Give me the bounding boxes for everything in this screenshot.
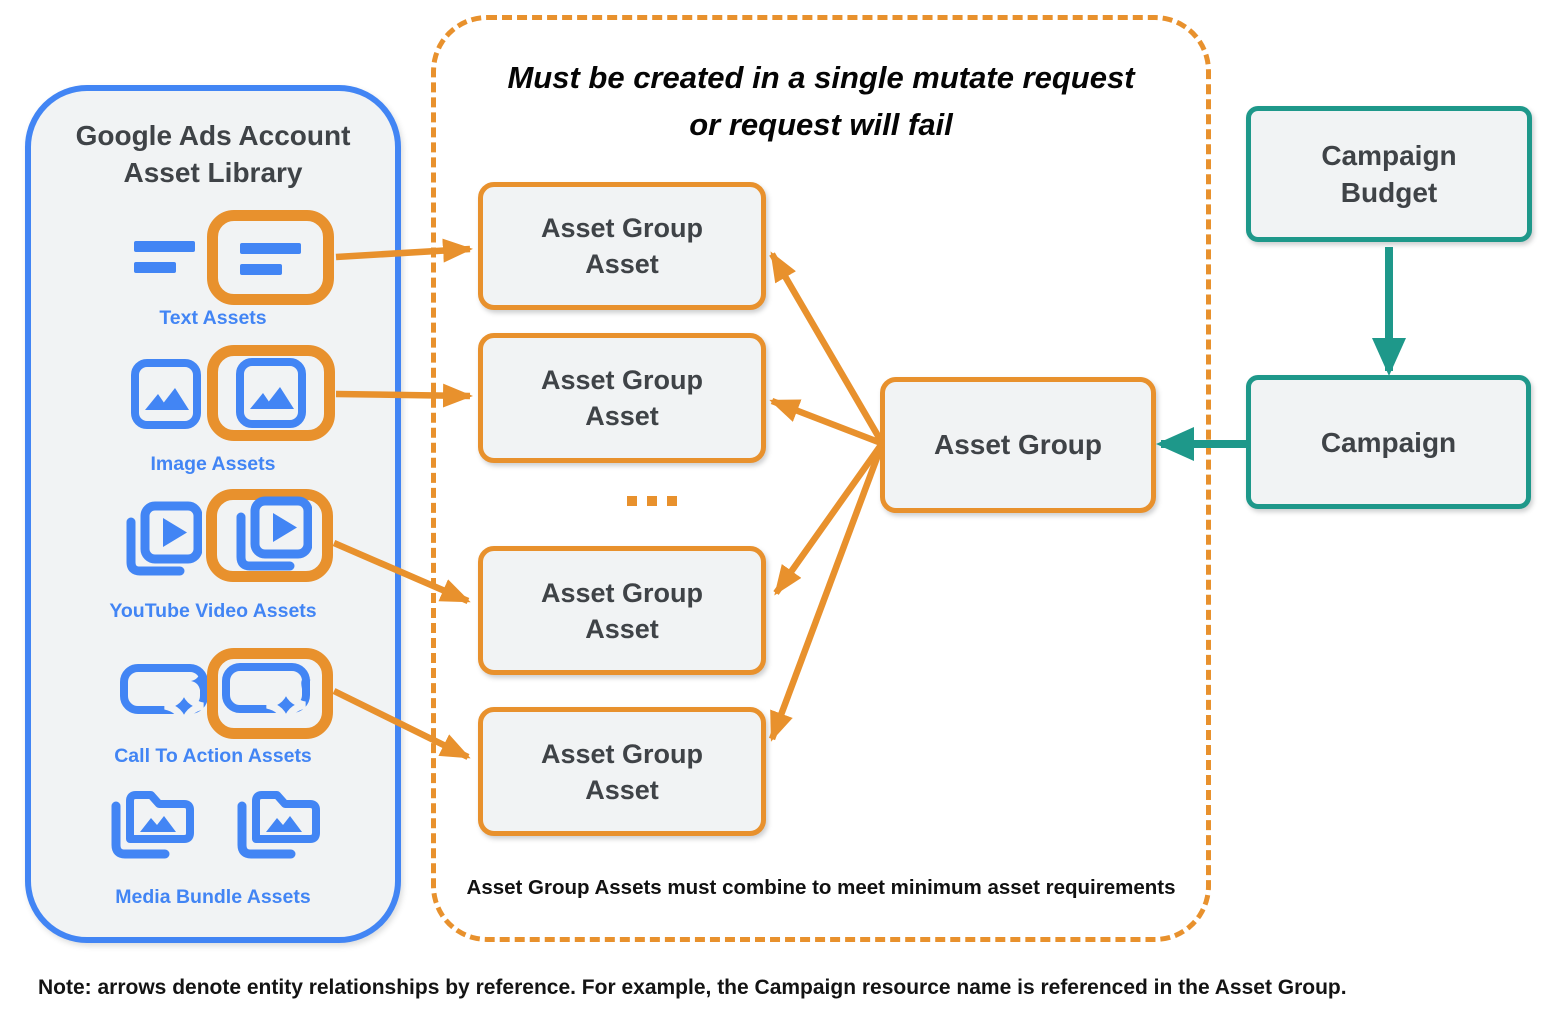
cta-asset-selection-box	[207, 648, 333, 739]
asset-group-asset-label: Asset	[585, 613, 659, 644]
asset-group-asset-label: Asset Group	[540, 738, 704, 769]
video-stack-icon	[126, 501, 202, 576]
image-assets-label: Image Assets	[150, 453, 276, 475]
asset-library-title: Google Ads Account Asset Library	[25, 117, 401, 191]
mutate-footnote: Asset Group Assets must combine to meet …	[466, 876, 1176, 899]
asset-group-asset-label: Asset Group	[540, 365, 704, 395]
cta-sparkle-icon	[120, 664, 209, 726]
asset-group-asset-label: Asset	[585, 774, 659, 805]
asset-group-asset-box-3: Asset Group Asset	[478, 546, 766, 675]
media-folder-icon	[111, 791, 194, 859]
asset-library-title-line2: Asset Library	[123, 157, 303, 188]
mutate-title-line1: Must be created in a single mutate reque…	[507, 60, 1135, 95]
cta-sparkle-icon	[222, 662, 311, 725]
campaign-budget-label: Budget	[1340, 177, 1438, 208]
campaign-label: Campaign	[1320, 426, 1457, 458]
media-bundle-assets-label: Media Bundle Assets	[115, 886, 311, 908]
text-asset-selection-box	[207, 210, 334, 305]
mutate-request-title: Must be created in a single mutate reque…	[431, 54, 1211, 148]
call-to-action-assets-label: Call To Action Assets	[114, 745, 312, 767]
media-folder-icon	[237, 791, 320, 859]
footer-note: Note: arrows denote entity relationships…	[38, 976, 1347, 999]
asset-group-asset-label: Asset Group	[540, 213, 704, 243]
youtube-video-assets-label: YouTube Video Assets	[109, 600, 317, 622]
campaign-budget-box: Campaign Budget	[1246, 106, 1532, 242]
asset-group-label: Asset Group	[933, 429, 1103, 460]
asset-group-asset-label: Asset Group	[540, 577, 704, 608]
asset-group-asset-box-1: Asset Group Asset	[478, 182, 766, 310]
campaign-budget-label: Campaign	[1321, 140, 1457, 171]
ellipsis-dots	[627, 496, 677, 506]
video-stack-icon	[236, 496, 312, 570]
image-icon	[131, 359, 201, 429]
asset-group-box: Asset Group	[880, 377, 1156, 513]
mutate-title-line2: or request will fail	[689, 107, 953, 142]
asset-group-asset-box-4: Asset Group Asset	[478, 707, 766, 836]
text-lines-icon	[134, 241, 195, 273]
image-icon	[236, 358, 306, 428]
asset-group-asset-label: Asset	[585, 249, 659, 279]
youtube-asset-selection-box	[206, 489, 333, 582]
campaign-box: Campaign	[1246, 375, 1531, 509]
asset-group-asset-box-2: Asset Group Asset	[478, 333, 766, 463]
text-lines-icon	[239, 242, 301, 275]
text-assets-label: Text Assets	[159, 307, 267, 329]
media-bundle-icons	[25, 782, 401, 866]
asset-library-title-line1: Google Ads Account	[75, 120, 351, 151]
asset-group-asset-label: Asset	[585, 401, 659, 431]
image-asset-selection-box	[207, 345, 335, 441]
